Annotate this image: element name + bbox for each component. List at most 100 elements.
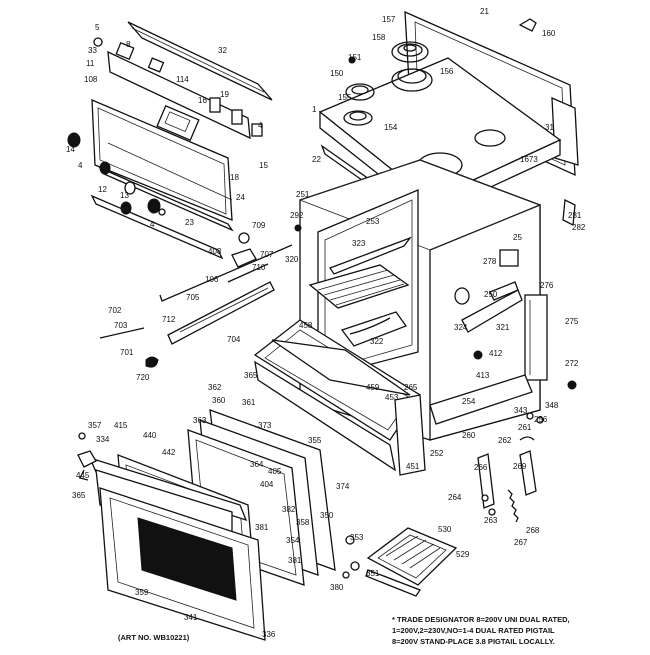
callout-256: 256 xyxy=(534,415,548,424)
control-panel-group xyxy=(67,21,273,260)
callout-373: 373 xyxy=(258,421,272,430)
callout-353: 353 xyxy=(350,533,364,542)
footnote-line-1: * TRADE DESIGNATOR 8=200V UNI DUAL RATED… xyxy=(392,615,570,624)
callout-264: 264 xyxy=(448,493,462,502)
callout-364: 364 xyxy=(250,460,264,469)
callout-703: 703 xyxy=(114,321,128,330)
callout-381: 381 xyxy=(255,523,269,532)
callout-363: 363 xyxy=(193,416,207,425)
callout-343: 343 xyxy=(514,406,528,415)
callout-157: 157 xyxy=(382,15,396,24)
callout-154: 154 xyxy=(384,123,398,132)
callout-19: 19 xyxy=(220,90,229,99)
footnote-line-3: 8=200V STAND-PLACE 3.8 PIGTAIL LOCALLY. xyxy=(392,637,555,646)
callout-12: 12 xyxy=(98,185,107,194)
callout-250: 250 xyxy=(484,290,498,299)
callout-357: 357 xyxy=(88,421,102,430)
callout-381b: 381 xyxy=(288,556,302,565)
callout-374: 374 xyxy=(336,482,350,491)
callout-24: 24 xyxy=(236,193,245,202)
callout-415: 415 xyxy=(114,421,128,430)
callout-530: 530 xyxy=(438,525,452,534)
callout-705: 705 xyxy=(186,293,200,302)
callout-1: 1 xyxy=(312,105,317,114)
callout-408: 408 xyxy=(208,247,222,256)
callout-22: 22 xyxy=(312,155,321,164)
callout-269: 269 xyxy=(513,462,527,471)
small-parts-group xyxy=(342,436,537,597)
callout-262: 262 xyxy=(498,436,512,445)
callout-114: 114 xyxy=(176,75,189,84)
callout-251: 251 xyxy=(296,190,310,199)
callout-158: 158 xyxy=(372,33,386,42)
callout-15: 15 xyxy=(259,161,268,170)
callout-150: 150 xyxy=(330,69,344,78)
callout-362: 362 xyxy=(208,383,222,392)
callout-354: 354 xyxy=(286,536,300,545)
callout-701: 701 xyxy=(120,348,134,357)
callout-382: 382 xyxy=(282,505,296,514)
callout-272: 272 xyxy=(565,359,579,368)
callout-350: 350 xyxy=(320,511,334,520)
callout-720: 720 xyxy=(136,373,150,382)
callout-253: 253 xyxy=(366,217,380,226)
callout-365: 365 xyxy=(244,371,258,380)
callout-266: 266 xyxy=(474,463,488,472)
callout-5: 5 xyxy=(95,23,100,32)
callout-31: 31 xyxy=(545,123,554,132)
callout-320: 320 xyxy=(285,255,299,264)
callout-11: 11 xyxy=(86,59,95,68)
callout-413: 413 xyxy=(476,371,490,380)
callout-459: 459 xyxy=(366,383,380,392)
broiler-group xyxy=(253,319,426,476)
hardware-group xyxy=(99,232,293,368)
callout-263: 263 xyxy=(484,516,498,525)
callout-276: 276 xyxy=(540,281,554,290)
callout-151: 151 xyxy=(348,53,362,62)
callout-322: 322 xyxy=(370,337,384,346)
callout-33: 33 xyxy=(88,46,97,55)
callout-704: 704 xyxy=(227,335,241,344)
callout-361: 361 xyxy=(242,398,256,407)
callout-324: 324 xyxy=(454,323,468,332)
callout-260: 260 xyxy=(462,431,476,440)
callout-252: 252 xyxy=(430,449,444,458)
callout-1673: 1673 xyxy=(520,155,538,164)
callout-275: 275 xyxy=(565,317,579,326)
callout-16: 16 xyxy=(198,96,207,105)
callout-341: 341 xyxy=(184,613,198,622)
callout-155: 155 xyxy=(338,93,352,102)
callout-13: 13 xyxy=(120,191,129,200)
callout-334: 334 xyxy=(96,435,110,444)
callout-18: 18 xyxy=(230,173,239,182)
callout-106: 106 xyxy=(205,275,219,284)
oven-door-group xyxy=(77,409,336,641)
callout-321: 321 xyxy=(496,323,510,332)
callout-359: 359 xyxy=(135,588,149,597)
callout-380: 380 xyxy=(330,583,344,592)
callout-404: 404 xyxy=(260,480,274,489)
callout-323: 323 xyxy=(352,239,366,248)
callout-702: 702 xyxy=(108,306,122,315)
callout-8: 8 xyxy=(126,40,131,49)
callout-32: 32 xyxy=(218,46,227,55)
callout-709: 709 xyxy=(252,221,266,230)
callout-4b: 4 xyxy=(78,161,83,170)
callout-4c: 4 xyxy=(150,220,155,229)
callout-440: 440 xyxy=(143,431,157,440)
callout-458: 458 xyxy=(299,321,313,330)
part-number-label: (ART NO. WB10221) xyxy=(118,633,190,642)
callout-4a: 4 xyxy=(258,121,263,130)
callout-267: 267 xyxy=(514,538,528,547)
callout-336: 336 xyxy=(262,630,276,639)
callout-442: 442 xyxy=(162,448,176,457)
callout-278: 278 xyxy=(483,257,497,266)
callout-281: 281 xyxy=(568,211,582,220)
callout-453: 453 xyxy=(385,393,399,402)
callout-25: 25 xyxy=(513,233,522,242)
callout-707: 707 xyxy=(260,250,274,259)
callout-268: 268 xyxy=(526,526,540,535)
